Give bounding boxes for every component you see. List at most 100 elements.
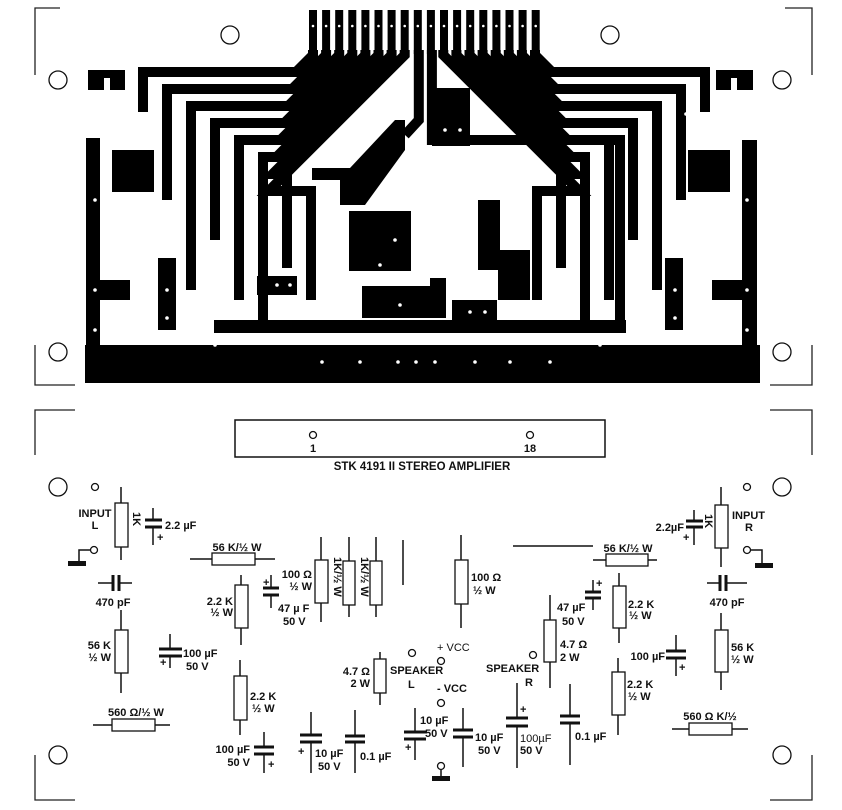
via-hole [393,238,397,242]
speaker-right-pad [528,650,538,660]
capacitor-100uf-a-right: + [666,635,686,676]
resistor-56k-left [114,610,129,693]
via-hole [378,263,382,267]
svg-text:+: + [157,532,163,544]
inner-bus [214,320,626,333]
resistor-2k2-a-right [612,573,627,643]
via-hole [165,288,169,292]
via-hole [745,288,749,292]
connector-finger [413,10,422,54]
resistor-100-center-value: 100 Ω [471,572,501,584]
vcc-negative-label: - VCC [437,683,467,695]
pin-1-hole [308,430,318,440]
capacitor-100uf-a-left-voltage: 50 V [186,661,209,673]
resistor-2k2-a-left-wattage: ½ W [210,607,233,619]
center-trace [401,50,424,139]
svg-text:+: + [679,662,685,674]
capacitor-470pf-left [98,575,132,591]
pcb-copper-layout [85,10,760,383]
capacitor-10uf-left-voltage: 50 V [318,761,341,773]
pcb-trace [477,50,614,300]
finger-via [468,24,472,28]
pcb-trace [464,50,590,330]
resistor-2k2-a-right-wattage: ½ W [629,610,652,622]
svg-text:+: + [263,577,269,589]
capacitor-10uf-a-center-voltage: 50 V [425,728,448,740]
connector-finger [322,10,331,54]
bottom-mid-block [362,278,446,318]
capacitor-10uf-a-center-value: 10 µF [420,715,449,727]
via-hole [443,128,447,132]
svg-text:+: + [683,532,689,544]
resistor-56k-h-left [190,552,275,566]
finger-via [521,24,524,28]
input-left-label: INPUT [79,508,112,520]
via-hole [118,213,122,217]
pcb-trace [258,50,384,330]
via-hole [358,360,362,364]
finger-via [508,24,511,28]
svg-text:+: + [405,742,411,754]
resistor-560-right-value: 560 Ω K/½ [683,711,736,723]
connector-finger [505,10,514,54]
capacitor-47uf-left-voltage: 50 V [283,616,306,628]
via-hole [598,343,602,347]
right-traces [438,50,710,330]
connector-finger [309,10,317,54]
left-block-a [112,150,154,192]
capacitor-10uf-b-center [453,708,473,767]
via-hole [93,198,97,202]
via-hole [213,343,217,347]
resistor-4r7-left-wattage: 2 W [350,678,370,690]
pcb-trace [162,50,332,200]
pcb-trace [530,50,710,112]
capacitor-470pf-right-value: 470 pF [710,597,745,609]
via-hole [93,328,97,332]
pin-1-label: 1 [310,443,316,455]
resistor-100-left-wattage: ½ W [289,581,312,593]
capacitor-input-right-value: 2.2µF [656,522,685,534]
resistor-2k2-b-right [611,658,626,735]
via-hole [673,288,677,292]
svg-text:+: + [160,657,166,669]
resistor-2k2-a-left-value: 2.2 K [207,596,233,608]
connector-finger [335,10,344,54]
connector-finger [531,10,540,54]
connector-finger [440,10,448,54]
via-hole [745,198,749,202]
vcc-positive-pad [436,656,446,666]
capacitor-470pf-right [707,575,747,591]
capacitor-0u1-right [560,684,580,765]
resistor-560-left [93,718,170,732]
finger-via [351,24,354,28]
left-channel: INPUT L 1K + 2.2 µF 470 pF 56 K ½ W [68,482,443,773]
capacitor-47uf-right-value: 47 µF [557,602,586,614]
resistor-560-left-value: 560 Ω/½ W [108,707,165,719]
center-block [349,211,411,271]
svg-text:+: + [520,704,526,716]
center-right-block [432,88,470,146]
resistor-56k-h-right [593,553,657,567]
svg-text:+: + [268,759,274,771]
capacitor-10uf-left-value: 10 µF [315,748,344,760]
capacitor-input-left: + [145,508,163,545]
via-hole [673,316,677,320]
input-right-channel: R [745,522,753,534]
crop-marks [34,7,813,801]
connector-finger [348,10,357,54]
finger-via [364,24,367,28]
finger-via [377,24,380,28]
resistor-4r7-left [373,652,387,705]
power-section: + VCC - VCC + 10 µF 50 V 10 µF 50 V 100 … [404,535,593,781]
resistor-56k-left-wattage: ½ W [88,652,111,664]
vias [93,112,749,364]
capacitor-47uf-left: + [263,575,279,608]
capacitor-100uf-a-right-value: 100 µF [631,651,666,663]
finger-via [311,24,315,28]
via-hole [684,112,688,116]
resistor-2k2-b-left [233,660,248,735]
capacitor-100uf-b-left-voltage: 50 V [227,757,250,769]
finger-via [337,24,341,28]
capacitor-100uf-b-left-value: 100 µF [216,744,251,756]
